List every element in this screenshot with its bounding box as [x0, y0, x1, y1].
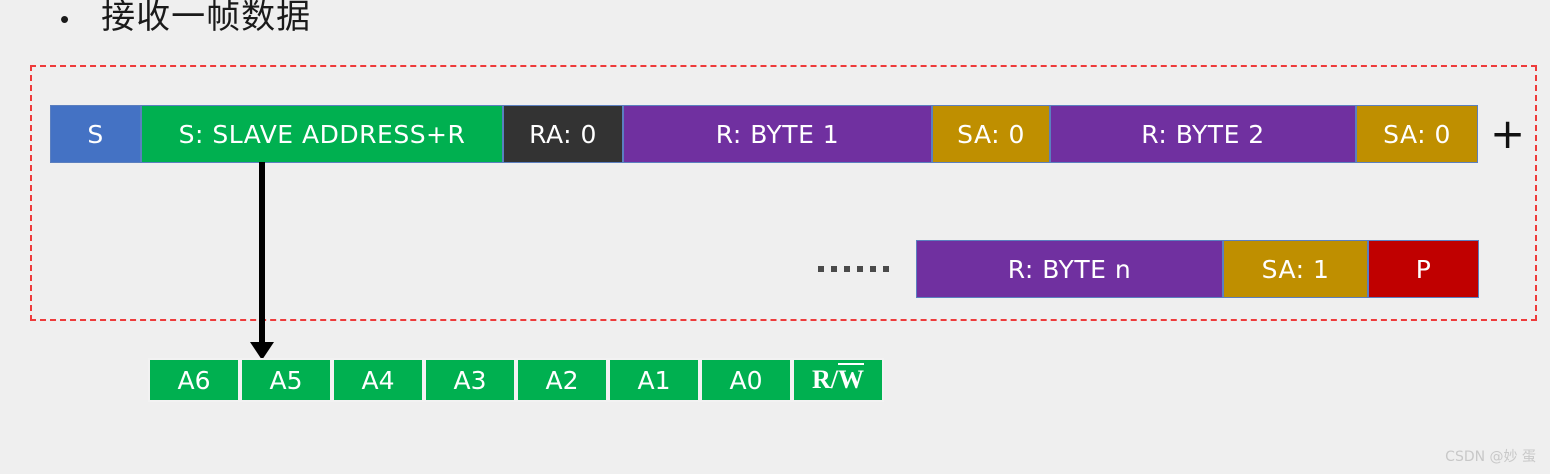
ellipsis-dots	[818, 240, 889, 298]
address-bit-cell: A6	[148, 358, 240, 402]
address-bit-cell: A2	[516, 358, 608, 402]
ellipsis-dot	[844, 266, 850, 272]
address-bit-cell: A5	[240, 358, 332, 402]
read-write-bit-cell: R/W	[792, 358, 884, 402]
ellipsis-dot	[857, 266, 863, 272]
page-title-text: 接收一帧数据	[101, 0, 312, 37]
address-bit-cell: A4	[332, 358, 424, 402]
protocol-block: R: BYTE 2	[1050, 105, 1356, 163]
protocol-block: R: BYTE n	[916, 240, 1223, 298]
ellipsis-dot	[870, 266, 876, 272]
address-bit-cell: A1	[608, 358, 700, 402]
protocol-block: SA: 1	[1223, 240, 1368, 298]
protocol-block: R: BYTE 1	[623, 105, 932, 163]
protocol-block: P	[1368, 240, 1479, 298]
protocol-block: S	[50, 105, 141, 163]
callout-arrow-head	[250, 342, 274, 360]
protocol-block: SA: 0	[1356, 105, 1478, 163]
read-write-prefix: R/	[812, 365, 838, 394]
ellipsis-dot	[831, 266, 837, 272]
protocol-block: RA: 0	[503, 105, 623, 163]
page-title: • 接收一帧数据	[60, 0, 311, 39]
address-bit-cell: A3	[424, 358, 516, 402]
ellipsis-dot	[883, 266, 889, 272]
protocol-block: S: SLAVE ADDRESS+R	[141, 105, 503, 163]
address-bit-cell: A0	[700, 358, 792, 402]
frame-group-outline	[30, 65, 1537, 321]
ellipsis-dot	[818, 266, 824, 272]
protocol-block: SA: 0	[932, 105, 1050, 163]
read-write-overlined: W	[838, 365, 864, 394]
plus-icon: +	[1490, 109, 1526, 158]
bullet-icon: •	[60, 4, 70, 34]
watermark: CSDN @妙 蛋	[1445, 449, 1536, 465]
callout-arrow-line	[259, 162, 265, 346]
